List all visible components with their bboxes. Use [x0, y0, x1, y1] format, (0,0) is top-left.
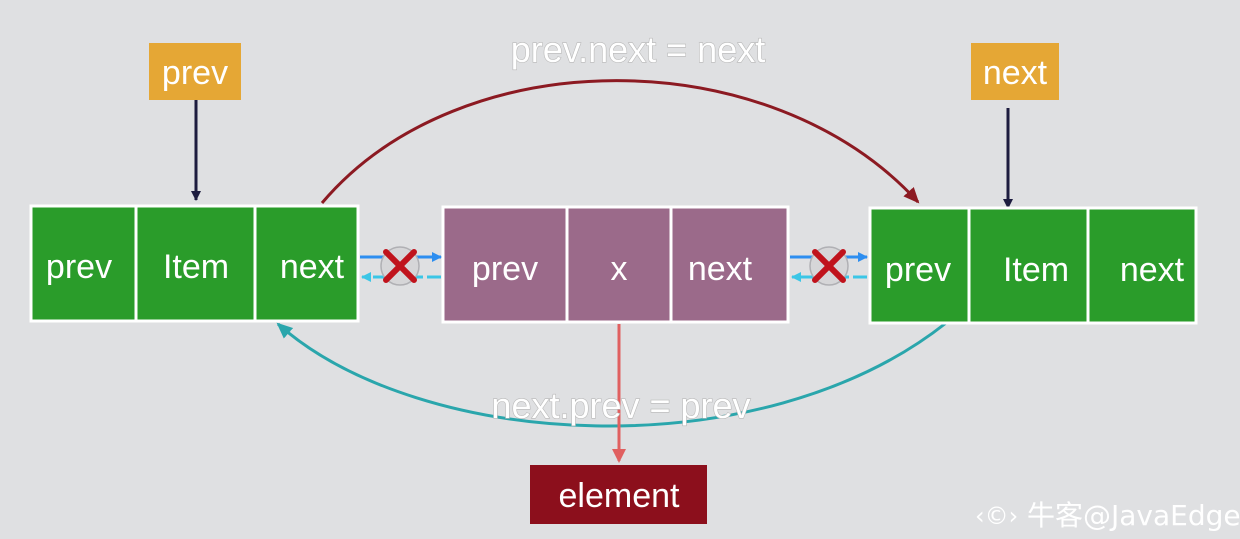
cross-icon — [380, 246, 420, 286]
watermark: ‹©› 牛客@JavaEdge — [975, 499, 1240, 532]
left-node-next-cell: next — [280, 248, 345, 286]
middle-node-next-cell: next — [688, 250, 753, 288]
watermark-text: 牛客@JavaEdge — [1027, 499, 1240, 532]
right-node-prev-cell: prev — [885, 251, 951, 289]
watermark-logo-icon: ‹©› — [975, 502, 1018, 530]
middle-node-prev-cell: prev — [472, 250, 538, 288]
next-pointer-tag: next — [971, 43, 1059, 100]
left-node-prev-cell: prev — [46, 248, 112, 286]
prev-pointer-tag: prev — [149, 43, 241, 100]
middle-node-x-cell: x — [611, 250, 628, 288]
cross-icon — [809, 246, 849, 286]
middle-node: prev x next — [441, 205, 790, 324]
next-pointer-label: next — [983, 54, 1048, 92]
next-prev-arc — [276, 321, 947, 428]
prev-pointer-label: prev — [162, 54, 228, 92]
right-node: prev Item next — [868, 206, 1198, 325]
next-prev-operation-label: next.prev = prev — [491, 385, 750, 426]
prev-next-operation-label: prev.next = next — [511, 29, 765, 70]
left-node: prev Item next — [29, 204, 360, 323]
prev-next-arc — [320, 79, 920, 204]
element-box: element — [530, 465, 707, 524]
element-label: element — [559, 477, 681, 515]
right-node-item-cell: Item — [1003, 251, 1069, 289]
right-node-next-cell: next — [1120, 251, 1185, 289]
left-node-item-cell: Item — [163, 248, 229, 286]
